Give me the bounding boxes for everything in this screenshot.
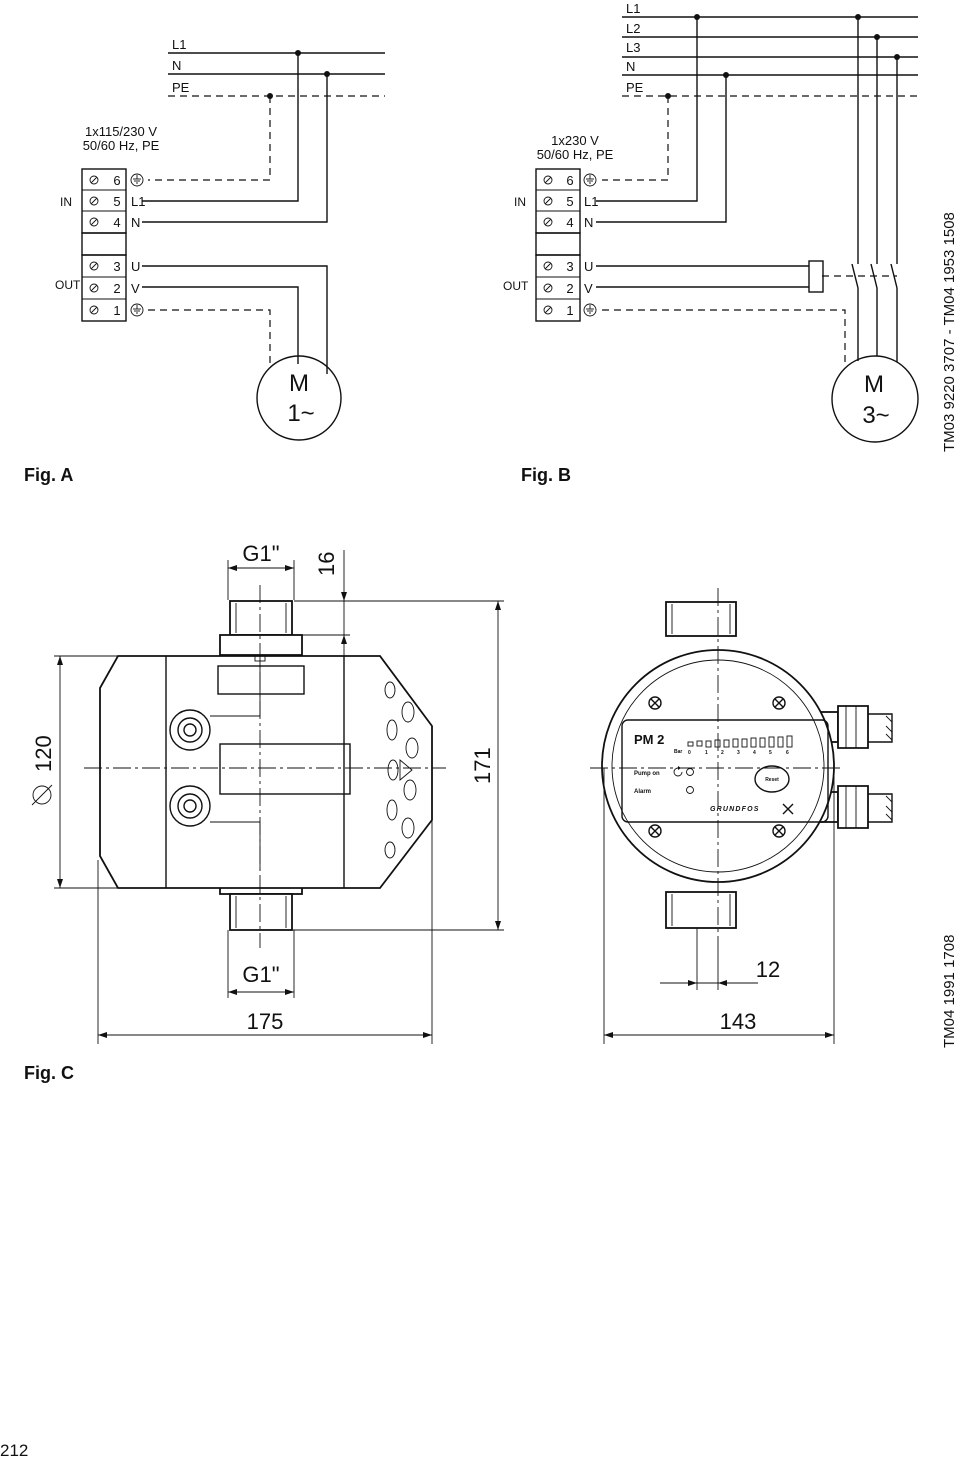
fig-c-dim-bottom-thread: G1"	[242, 962, 279, 987]
fig-c-reset-button[interactable]: Reset	[754, 765, 790, 793]
fig-b-supply-2: 50/60 Hz, PE	[537, 147, 614, 162]
fig-a-term-2: 2	[113, 281, 120, 296]
fig-c-dim-width-side: 175	[247, 1009, 284, 1034]
fig-b-line-l1: L1	[626, 1, 640, 16]
fig-a-line-l1: L1	[172, 37, 186, 52]
fig-b-term-2: 2	[566, 281, 573, 296]
fig-b-sig-u: U	[584, 259, 593, 274]
fig-b-term-3: 3	[566, 259, 573, 274]
fig-c-pressure-led-bar	[687, 735, 793, 748]
fig-c-alarm-led	[686, 786, 694, 794]
fig-c-dim-width-front: 143	[720, 1009, 757, 1034]
fig-a-motor-phase: 1~	[287, 400, 314, 427]
fig-b-line-pe: PE	[626, 80, 644, 95]
fig-c-scale-4: 4	[753, 750, 756, 756]
fig-a-sig-u: U	[131, 259, 140, 274]
fig-b-term-1: 1	[566, 303, 573, 318]
fig-c-reset-label: Reset	[765, 777, 779, 783]
page-number: 212	[0, 1441, 29, 1460]
fig-b-term-6: 6	[566, 173, 573, 188]
fig-c-dim-12: 12	[756, 957, 780, 982]
fig-c-ref: TM04 1991 1708	[941, 935, 958, 1048]
fig-c-pump-on-led	[686, 768, 694, 776]
fig-b-in-label: IN	[514, 195, 526, 209]
fig-b-supply-1: 1x230 V	[551, 133, 599, 148]
fig-b-term-5: 5	[566, 194, 573, 209]
fig-b-ground-icon-out	[583, 303, 597, 317]
fig-a-ground-icon-out	[130, 303, 144, 317]
fig-c-dim-height: 171	[470, 747, 495, 784]
fig-c-diameter-icon	[31, 784, 53, 806]
fig-c-dim-diameter: 120	[31, 735, 56, 772]
fig-c-panel-title: PM 2	[634, 732, 664, 747]
fig-c-alarm: Alarm	[634, 789, 651, 795]
fig-c-screw-icons	[648, 696, 786, 838]
fig-c-scale-5: 5	[769, 750, 772, 756]
fig-c-brand-logo: GRUNDFOS	[710, 806, 760, 813]
fig-b-sig-l1: L1	[584, 194, 598, 209]
fig-c-dim-top-thread: G1"	[242, 541, 279, 566]
fig-c-scale-3: 3	[737, 750, 740, 756]
fig-b-out-label: OUT	[503, 279, 529, 293]
fig-b-line-l3: L3	[626, 40, 640, 55]
fig-c-pump-on: Pump on	[634, 771, 660, 777]
fig-b-motor	[831, 355, 919, 443]
fig-a-screw-icons	[89, 175, 99, 315]
fig-b-motor-phase: 3~	[862, 402, 889, 429]
fig-a-term-4: 4	[113, 215, 120, 230]
fig-c-panel-bar: Bar	[674, 749, 682, 755]
fig-c-scale-2: 2	[721, 750, 724, 756]
fig-b-screw-icons	[543, 175, 553, 315]
fig-b-ground-icon-in	[583, 173, 597, 187]
fig-b-line-l2: L2	[626, 21, 640, 36]
fig-b-sig-v: V	[584, 281, 593, 296]
fig-a-wiring: L1 N PE 1x115/230 V 50/60 Hz, PE	[24, 37, 385, 485]
fig-b-term-4: 4	[566, 215, 573, 230]
fig-a-supply-2: 50/60 Hz, PE	[83, 138, 160, 153]
fig-b-label: Fig. B	[521, 465, 571, 485]
fig-c-scale-6: 6	[786, 750, 789, 756]
fig-b-line-n: N	[626, 59, 635, 74]
fig-a-out-label: OUT	[55, 278, 81, 292]
fig-b-sig-n: N	[584, 215, 593, 230]
fig-a-term-6: 6	[113, 173, 120, 188]
fig-c-vent-slots	[384, 681, 419, 859]
fig-b-wiring: L1 L2 L3 N PE 1x230 V 50/60 Hz, PE	[503, 1, 958, 485]
fig-a-term-3: 3	[113, 259, 120, 274]
fig-a-in-label: IN	[60, 195, 72, 209]
fig-a-label: Fig. A	[24, 465, 73, 485]
fig-a-sig-l1: L1	[131, 194, 145, 209]
fig-a-supply-1: 1x115/230 V	[85, 124, 157, 139]
fig-a-ground-icon-in	[130, 173, 144, 187]
fig-a-sig-v: V	[131, 281, 140, 296]
fig-a-line-pe: PE	[172, 80, 190, 95]
fig-a-sig-n: N	[131, 215, 140, 230]
fig-b-ref: TM03 9220 3707 - TM04 1953 1508	[941, 212, 958, 452]
fig-c-side-view: G1" 16 120 171 G1" 175 Fig. C	[24, 541, 504, 1083]
fig-a-motor-m: M	[289, 370, 309, 397]
fig-c-scale-0: 0	[688, 750, 691, 756]
fig-a-line-n: N	[172, 58, 181, 73]
fig-c-dim-16: 16	[314, 552, 339, 576]
fig-a-motor	[256, 355, 342, 441]
fig-a-term-1: 1	[113, 303, 120, 318]
fig-a-term-5: 5	[113, 194, 120, 209]
fig-b-motor-m: M	[864, 371, 884, 398]
fig-c-brand-x-icon	[782, 803, 794, 815]
fig-c-scale-1: 1	[705, 750, 708, 756]
fig-c-label: Fig. C	[24, 1063, 74, 1083]
fig-c-front-view: PM 2 Bar 0 1 2 3 4 5 6 Pump on Alarm	[590, 588, 958, 1048]
